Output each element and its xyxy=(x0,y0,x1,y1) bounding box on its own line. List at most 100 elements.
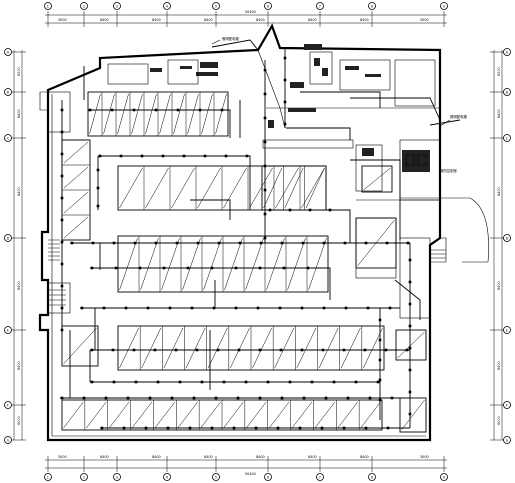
light-fixture xyxy=(263,188,267,192)
light-fixture xyxy=(60,174,64,178)
dim-bottom-total: 50400 xyxy=(245,472,256,476)
light-fixture xyxy=(368,396,372,400)
light-fixture xyxy=(343,241,347,245)
light-fixture xyxy=(378,398,382,402)
light-fixture xyxy=(283,122,287,126)
parking-stall-hatch xyxy=(63,401,84,429)
light-fixture xyxy=(200,380,204,384)
light-fixture xyxy=(144,426,148,430)
light-fixture xyxy=(236,396,240,400)
light-fixture xyxy=(378,318,382,322)
parking-stall-hatch xyxy=(314,401,335,429)
parking-stall-hatch xyxy=(131,93,143,135)
light-fixture xyxy=(278,306,282,310)
light-fixture xyxy=(110,108,114,112)
parking-stall-hatch xyxy=(340,327,361,369)
dim-left-4: 8400 xyxy=(17,281,21,290)
light-fixture xyxy=(188,426,192,430)
light-fixture xyxy=(237,348,241,352)
light-fixture xyxy=(112,241,116,245)
parking-stall-hatch xyxy=(223,401,244,429)
axis-col-2-bottom: 2 xyxy=(83,475,85,479)
light-fixture xyxy=(124,306,128,310)
light-fixture xyxy=(266,380,270,384)
light-fixture xyxy=(322,306,326,310)
label-fire-control-room: 消防控制室 xyxy=(440,168,458,173)
light-fixture xyxy=(214,396,218,400)
parking-row xyxy=(361,165,393,193)
dim-right-6: 6000 xyxy=(497,416,501,425)
parking-stall-hatch xyxy=(360,401,381,429)
light-fixture xyxy=(216,348,220,352)
light-fixture xyxy=(234,306,238,310)
parking-stall-hatch xyxy=(89,93,101,135)
parking-stall-hatch xyxy=(246,401,267,429)
parking-stall-hatch xyxy=(63,141,89,164)
light-fixture xyxy=(203,154,207,158)
light-fixture xyxy=(111,348,115,352)
light-fixture xyxy=(222,380,226,384)
light-fixture xyxy=(146,306,150,310)
axis-col-9-bottom: 9 xyxy=(443,475,445,479)
dim-right-3: 8400 xyxy=(497,187,501,196)
parking-stall-hatch xyxy=(161,237,180,291)
dim-top-3: 8400 xyxy=(152,18,161,22)
axis-col-5-top: 5 xyxy=(215,4,217,8)
axis-row-F-right: F xyxy=(506,403,508,407)
light-fixture xyxy=(258,396,262,400)
parking-stall-hatch xyxy=(171,167,195,209)
axis-col-5-bottom: 5 xyxy=(215,475,217,479)
light-fixture xyxy=(132,348,136,352)
dim-top-4: 8400 xyxy=(204,18,213,22)
light-fixture xyxy=(320,426,324,430)
label-lighting-panel-right: 照明配电箱 xyxy=(450,114,468,119)
light-fixture xyxy=(346,396,350,400)
light-fixture xyxy=(217,241,221,245)
parking-stall-hatch xyxy=(275,167,299,209)
light-fixture xyxy=(408,302,412,306)
light-fixture xyxy=(126,396,130,400)
light-fixture xyxy=(60,328,64,332)
light-fixture xyxy=(263,164,267,168)
light-fixture xyxy=(256,306,260,310)
light-fixture xyxy=(195,348,199,352)
light-fixture xyxy=(98,154,102,158)
light-fixture xyxy=(263,68,267,72)
parking-stall-hatch xyxy=(119,167,143,209)
axis-col-6-top: 6 xyxy=(267,4,269,8)
axis-row-G-left: G xyxy=(7,438,10,442)
axis-bubbles-left: A B C D E F G xyxy=(4,48,12,444)
parking-stall-hatch xyxy=(296,327,317,369)
light-fixture xyxy=(175,241,179,245)
parking-stall-hatch xyxy=(103,93,115,135)
light-fixture xyxy=(408,258,412,262)
parking-stall-hatch xyxy=(182,237,201,291)
light-fixture xyxy=(376,380,380,384)
light-fixture xyxy=(138,266,142,270)
dim-bottom-3: 8400 xyxy=(152,455,161,459)
axis-row-D-right: D xyxy=(506,236,509,240)
light-fixture xyxy=(279,348,283,352)
light-fixture xyxy=(258,348,262,352)
light-fixture xyxy=(385,241,389,245)
dim-top-total: 50400 xyxy=(245,10,256,14)
parking-stall-hatch xyxy=(109,401,130,429)
light-fixture xyxy=(60,108,64,112)
parking-stall-hatch xyxy=(301,167,325,209)
light-fixture xyxy=(328,208,332,212)
light-fixture xyxy=(263,92,267,96)
light-fixture xyxy=(408,324,412,328)
light-fixture xyxy=(178,380,182,384)
light-fixture xyxy=(122,426,126,430)
parking-bays xyxy=(61,91,427,433)
light-fixture xyxy=(306,266,310,270)
light-fixture xyxy=(288,380,292,384)
light-fixture xyxy=(196,241,200,245)
light-fixture xyxy=(408,280,412,284)
parking-stall-hatch xyxy=(318,327,339,369)
light-fixture xyxy=(82,396,86,400)
parking-stall-hatch xyxy=(63,216,89,239)
light-fixture xyxy=(258,266,262,270)
light-fixture xyxy=(112,380,116,384)
parking-stall-hatch xyxy=(269,401,290,429)
